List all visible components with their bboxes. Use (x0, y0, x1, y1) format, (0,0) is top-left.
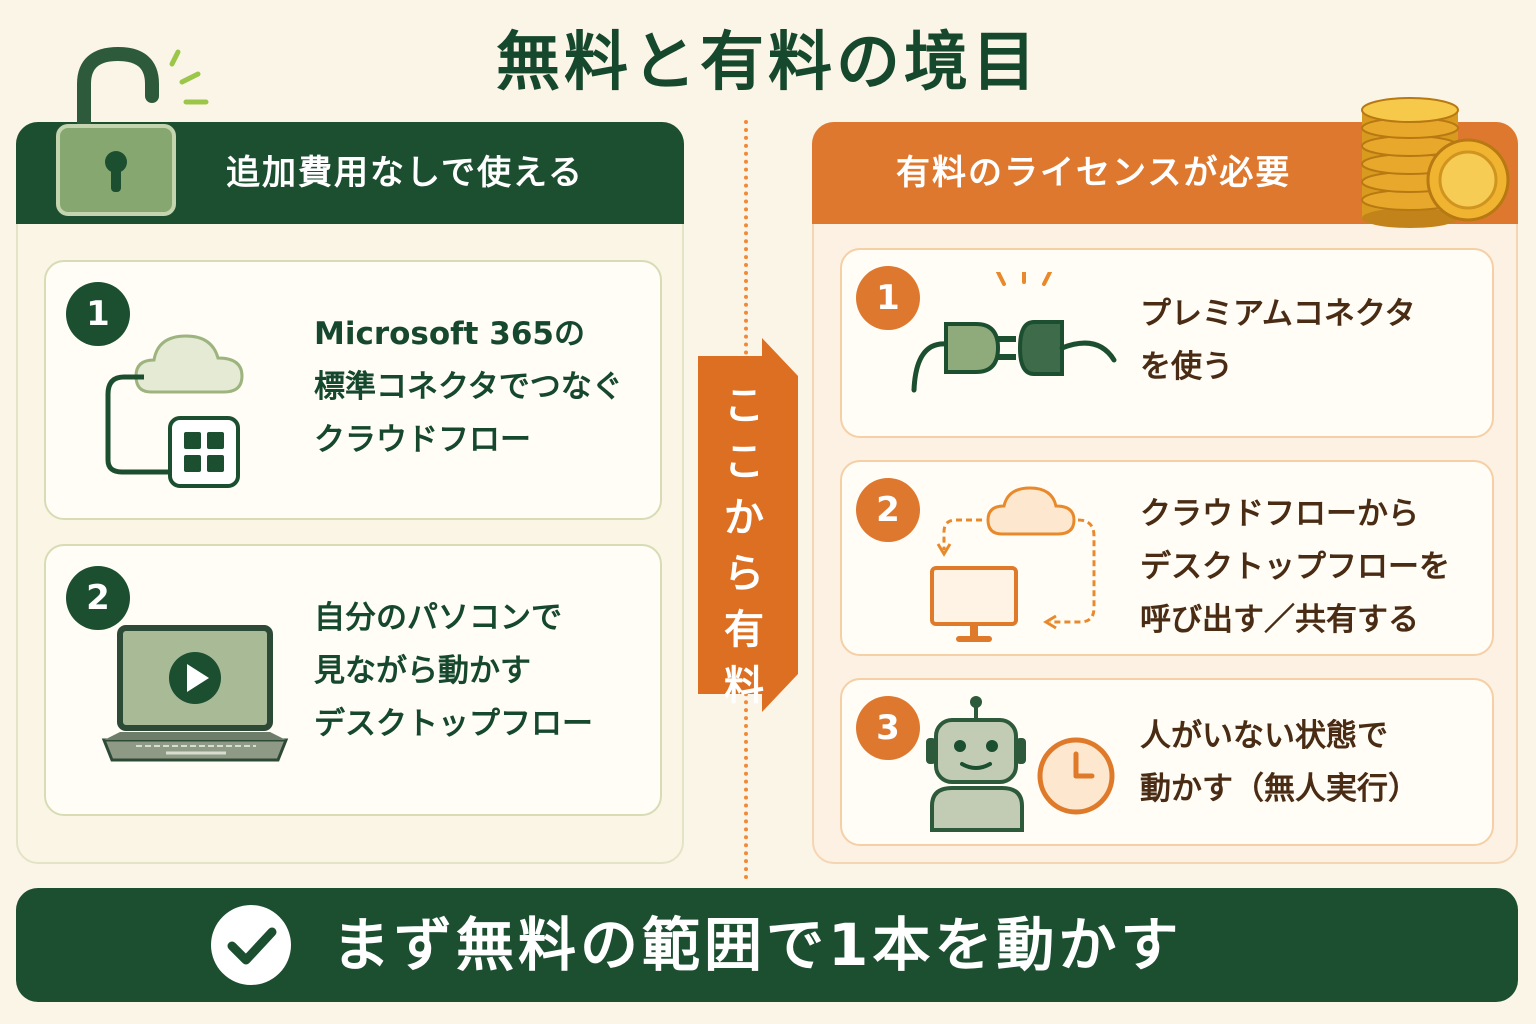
paid-card-2-text: クラウドフローから デスクトップフローを 呼び出す／共有する (1140, 496, 1450, 638)
paid-card-3-text: 人がいない状態で 動かす（無人実行） (1140, 718, 1419, 807)
free-card-2-text: 自分のパソコンで 見ながら動かす デスクトップフロー (314, 600, 593, 742)
clock-icon (1037, 737, 1115, 815)
cloud-grid-icon (105, 334, 244, 488)
checkmark-icon (211, 905, 291, 985)
laptop-play-icon (101, 625, 289, 762)
boundary-label: ここ から 有料 (724, 383, 764, 709)
step-number: 2 (66, 566, 130, 630)
free-card-1-text: Microsoft 365の 標準コネクタでつなぐ クラウドフロー (314, 316, 623, 458)
coin-stack-icon (1361, 97, 1510, 228)
free-panel: 追加費用なしで使える 1 Microsoft 365の 標準コネクタでつなぐ ク… (16, 122, 684, 864)
paid-panel: 有料のライセンスが必要 1 プレミアムコネクタ を使う 2 クラウド (812, 122, 1518, 864)
boundary-arrow (698, 338, 798, 712)
robot-icon (926, 696, 1026, 832)
paid-card-3: 3 人がいない状態で 動かす（無人実行） (840, 678, 1494, 846)
bottom-banner-text: まず無料の範囲で1本を動かす (332, 911, 1183, 979)
step-number: 2 (856, 478, 920, 542)
cloud-sync-monitor-icon (930, 486, 1096, 642)
unlocked-padlock-icon (56, 46, 209, 216)
step-number: 3 (856, 696, 920, 760)
step-number: 1 (856, 266, 920, 330)
free-card-2: 2 自分のパソコンで 見ながら動かす デスクトップフロー (44, 544, 662, 816)
paid-card-2: 2 クラウドフローから デスクトップフローを 呼び出す／共有する (840, 460, 1494, 656)
free-card-1: 1 Microsoft 365の 標準コネクタでつなぐ クラウドフロー (44, 260, 662, 520)
page-title: 無料と有料の境目 (496, 26, 1040, 100)
bottom-banner: まず無料の範囲で1本を動かす (16, 888, 1518, 1002)
paid-card-1: 1 プレミアムコネクタ を使う (840, 248, 1494, 438)
paid-card-1-text: プレミアムコネクタ を使う (1140, 296, 1416, 385)
step-number: 1 (66, 282, 130, 346)
plug-icon (911, 272, 1117, 393)
